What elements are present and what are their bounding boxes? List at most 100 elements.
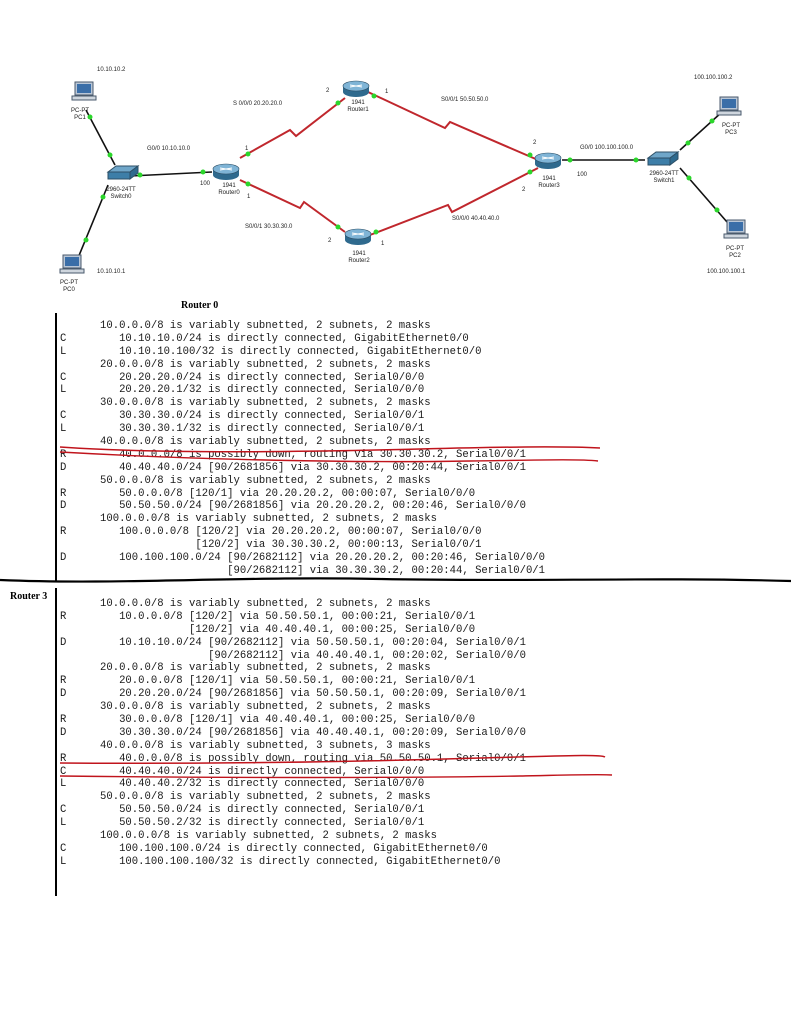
route-row: 50.0.0.0/8 is variably subnetted, 2 subn…	[58, 475, 545, 488]
router-icon[interactable]	[212, 163, 240, 180]
link-router1-router3	[367, 91, 539, 161]
route-text: 40.0.0.0/8 is variably subnetted, 2 subn…	[100, 436, 431, 449]
switch0-name-label: Switch0	[110, 194, 132, 200]
link-label-router1-router3: S0/0/1 50.50.50.0	[441, 97, 489, 103]
link-router0-router2	[239, 179, 346, 233]
link-label-router0-router2: S0/0/1 30.30.30.0	[245, 224, 293, 230]
pc-icon[interactable]	[71, 81, 97, 101]
route-row: R 40.0.0.0/8 is possibly down, routing v…	[58, 449, 545, 462]
pc2-type-label: PC-PT	[726, 246, 744, 252]
pc3-type-label: PC-PT	[722, 123, 740, 129]
port-label: 100	[577, 172, 588, 178]
route-text: 40.0.0.0/8 is possibly down, routing via…	[100, 448, 526, 461]
route-text: 10.10.10.100/32 is directly connected, G…	[100, 345, 482, 358]
pc-icon[interactable]	[59, 254, 85, 274]
pc0-type-label: PC-PT	[60, 280, 78, 286]
route-code: R	[60, 714, 67, 727]
link-status-dots	[83, 93, 720, 243]
route-text: 50.50.50.2/32 is directly connected, Ser…	[100, 817, 425, 830]
route-row: 40.0.0.0/8 is variably subnetted, 3 subn…	[58, 740, 526, 753]
route-text: 50.50.50.0/24 [90/2681856] via 20.20.20.…	[100, 500, 526, 513]
route-row: C 100.100.100.0/24 is directly connected…	[58, 843, 526, 856]
router0-model-label: 1941	[222, 183, 236, 189]
port-label: 2	[522, 187, 526, 193]
route-code: D	[60, 461, 67, 474]
route-text: 30.0.0.0/8 is variably subnetted, 2 subn…	[100, 397, 431, 410]
link-switch1-pc2	[679, 167, 728, 223]
route-text: 100.0.0.0/8 is variably subnetted, 2 sub…	[100, 513, 437, 526]
link-label-g00-router3: G0/0 100.100.100.0	[580, 145, 634, 151]
route-row: R 40.0.0.0/8 is possibly down, routing v…	[58, 753, 526, 766]
pc3-ip-label: 100.100.100.2	[694, 75, 733, 81]
network-topology: 10.10.10.2 PC-PT PC1 10.10.10.1 PC-PT PC…	[59, 67, 749, 293]
route-text: 20.0.0.0/8 is variably subnetted, 2 subn…	[100, 662, 431, 675]
pc2-name-label: PC2	[729, 253, 741, 259]
route-row: D 10.10.10.0/24 [90/2682112] via 50.50.5…	[58, 637, 526, 650]
route-text: 50.0.0.0/8 is variably subnetted, 2 subn…	[100, 474, 431, 487]
link-switch0-router0	[129, 171, 213, 177]
route-text: 20.20.20.0/24 is directly connected, Ser…	[100, 371, 425, 384]
route-text: 10.10.10.0/24 is directly connected, Gig…	[100, 332, 469, 345]
route-text: 30.0.0.0/8 is variably subnetted, 2 subn…	[100, 701, 431, 714]
route-text: 10.0.0.0/8 is variably subnetted, 2 subn…	[100, 598, 431, 610]
pc-icon[interactable]	[723, 219, 749, 239]
pc0-name-label: PC0	[63, 287, 75, 293]
route-row: C 10.10.10.0/24 is directly connected, G…	[58, 333, 545, 346]
switch-icon[interactable]	[106, 165, 140, 180]
route-text: 100.100.100.100/32 is directly connected…	[100, 855, 501, 868]
route-code: C	[60, 332, 67, 345]
route-text: 40.40.40.0/24 [90/2681856] via 30.30.30.…	[100, 461, 526, 474]
pc-icon[interactable]	[716, 96, 742, 116]
route-code: L	[60, 817, 67, 830]
router3-routing-table: 10.0.0.0/8 is variably subnetted, 2 subn…	[58, 598, 526, 869]
route-code: D	[60, 500, 67, 513]
route-text: 100.100.100.0/24 [90/2682112] via 20.20.…	[100, 552, 546, 565]
switch-icon[interactable]	[646, 151, 680, 166]
route-code: C	[60, 804, 67, 817]
route-row: L 10.10.10.100/32 is directly connected,…	[58, 346, 545, 359]
route-row: L 20.20.20.1/32 is directly connected, S…	[58, 384, 545, 397]
router1-model-label: 1941	[351, 100, 365, 106]
router0-routing-table: 10.0.0.0/8 is variably subnetted, 2 subn…	[58, 320, 545, 578]
route-text: 20.0.0.0/8 [120/1] via 50.50.50.1, 00:00…	[100, 675, 476, 688]
route-row: 20.0.0.0/8 is variably subnetted, 2 subn…	[58, 662, 526, 675]
router-icon[interactable]	[342, 80, 370, 97]
route-text: 40.0.0.0/8 is variably subnetted, 3 subn…	[100, 739, 431, 752]
route-row: D 40.40.40.0/24 [90/2681856] via 30.30.3…	[58, 462, 545, 475]
route-text: 100.0.0.0/8 [120/2] via 20.20.20.2, 00:0…	[100, 526, 482, 539]
router-icon[interactable]	[534, 152, 562, 169]
router0-title: Router 0	[181, 300, 219, 311]
route-row: R 20.0.0.0/8 [120/1] via 50.50.50.1, 00:…	[58, 675, 526, 688]
route-code: C	[60, 765, 67, 778]
route-row: D 100.100.100.0/24 [90/2682112] via 20.2…	[58, 552, 545, 565]
route-row: C 30.30.30.0/24 is directly connected, S…	[58, 410, 545, 423]
route-row: C 50.50.50.0/24 is directly connected, S…	[58, 804, 526, 817]
route-text: 20.0.0.0/8 is variably subnetted, 2 subn…	[100, 358, 431, 371]
route-text: 10.10.10.0/24 [90/2682112] via 50.50.50.…	[100, 636, 526, 649]
port-label: 2	[328, 238, 332, 244]
link-label-router2-router3: S0/0/0 40.40.40.0	[452, 216, 500, 222]
route-row: 30.0.0.0/8 is variably subnetted, 2 subn…	[58, 397, 545, 410]
route-text: [90/2682112] via 30.30.30.2, 00:20:44, S…	[100, 564, 546, 577]
router0-name-label: Router0	[218, 190, 240, 196]
route-code: R	[60, 675, 67, 688]
route-text: 30.30.30.0/24 is directly connected, Ser…	[100, 410, 425, 423]
port-label: 1	[381, 241, 385, 247]
route-row: 50.0.0.0/8 is variably subnetted, 2 subn…	[58, 791, 526, 804]
pc1-name-label: PC1	[74, 115, 86, 121]
route-row: 10.0.0.0/8 is variably subnetted, 2 subn…	[58, 320, 545, 333]
route-text: 50.0.0.0/8 [120/1] via 20.20.20.2, 00:00…	[100, 487, 476, 500]
switch0-model-label: 2960-24TT	[106, 187, 136, 193]
pc3-name-label: PC3	[725, 130, 737, 136]
link-label-g00-router0: G0/0 10.10.10.0	[147, 146, 191, 152]
route-row: [120/2] via 40.40.40.1, 00:00:25, Serial…	[58, 624, 526, 637]
route-row: D 30.30.30.0/24 [90/2681856] via 40.40.4…	[58, 727, 526, 740]
router-icon[interactable]	[344, 228, 372, 245]
route-text: 30.0.0.0/8 [120/1] via 40.40.40.1, 00:00…	[100, 714, 476, 727]
switch1-model-label: 2960-24TT	[649, 171, 679, 177]
port-label: 100	[200, 181, 211, 187]
route-row: R 10.0.0.0/8 [120/2] via 50.50.50.1, 00:…	[58, 611, 526, 624]
route-code: C	[60, 410, 67, 423]
route-code: D	[60, 688, 67, 701]
route-row: 100.0.0.0/8 is variably subnetted, 2 sub…	[58, 513, 545, 526]
